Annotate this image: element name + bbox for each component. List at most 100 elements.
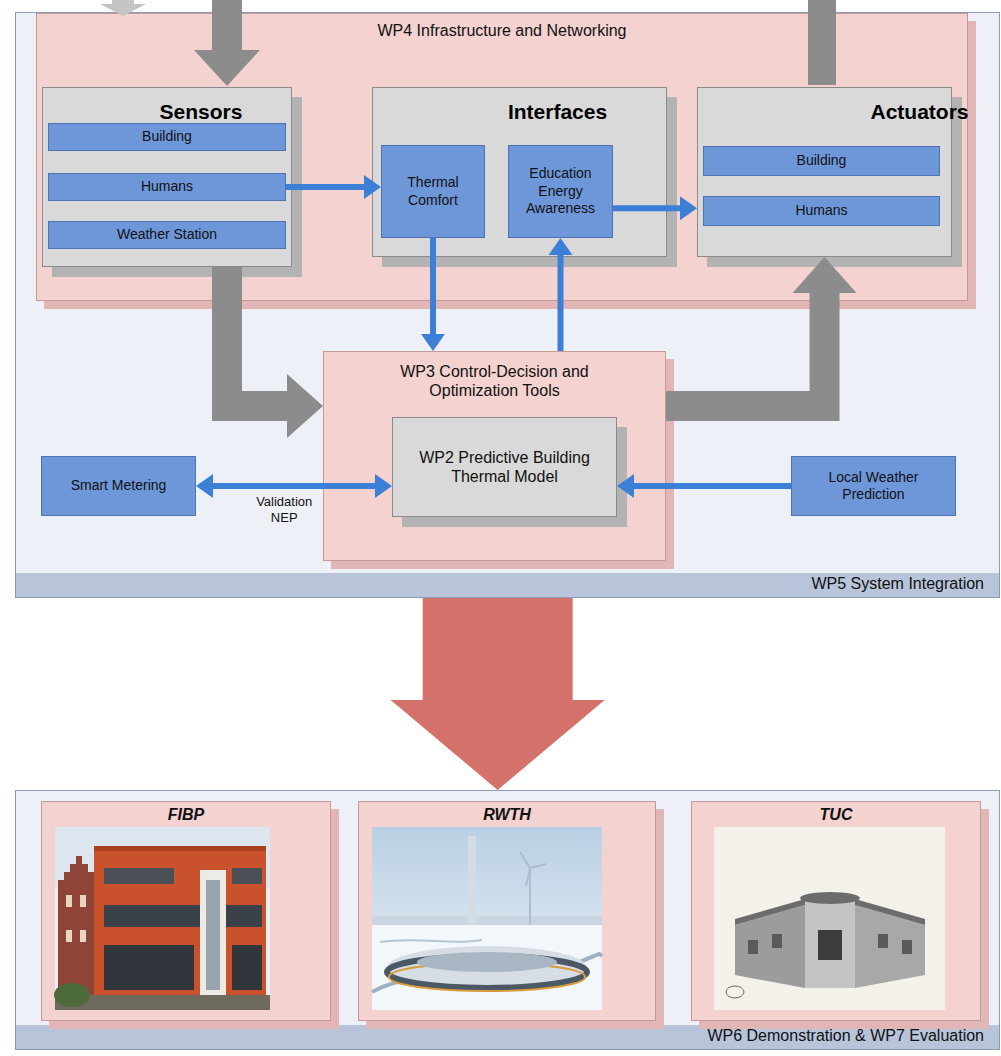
building-photo — [200, 870, 226, 1000]
item-label: Education Energy Awareness — [514, 165, 607, 218]
building-photo — [54, 827, 270, 1010]
item-label: Thermal Comfort — [387, 174, 479, 209]
building-photo — [80, 895, 86, 907]
item-label: Humans — [141, 178, 193, 196]
arrow-head — [680, 196, 697, 220]
building-model — [818, 930, 842, 960]
building-model — [726, 986, 744, 998]
building-model — [878, 934, 888, 948]
item-label: Smart Metering — [71, 477, 167, 495]
arrow-line — [613, 205, 681, 211]
building-rendering — [530, 864, 546, 868]
building-model — [772, 934, 782, 948]
connector-arrow — [549, 238, 573, 351]
site-title: FIBP — [168, 806, 204, 824]
arrow-head — [375, 474, 392, 498]
edge-label: Validation NEP — [254, 494, 314, 525]
building-rendering — [387, 946, 587, 990]
building-model — [902, 940, 912, 954]
arrow-head — [391, 700, 605, 790]
box-label: WP2 Predictive Building Thermal Model — [402, 448, 607, 486]
building-model — [800, 892, 860, 904]
building-rendering — [372, 827, 602, 1010]
connector-arrow — [421, 238, 445, 351]
connector-arrow — [666, 257, 857, 406]
arrow-head — [196, 474, 213, 498]
building-photo — [55, 827, 270, 1010]
item-label: Local Weather Prediction — [797, 469, 950, 504]
building-model — [748, 940, 758, 954]
arrow-line — [558, 254, 564, 351]
box-title: Actuators — [870, 100, 968, 124]
building-photo — [80, 930, 86, 942]
item-bar: Weather Station — [48, 221, 286, 249]
work-package-box: WP3 Control-Decision and Optimization To… — [323, 351, 666, 561]
building-photo — [66, 895, 72, 907]
output-arrow — [808, 0, 836, 85]
building-model — [855, 899, 925, 925]
building-photo — [58, 856, 94, 1000]
building-model — [714, 827, 945, 1010]
data-source-box: Local Weather Prediction — [791, 456, 956, 516]
building-photo — [104, 905, 262, 927]
interface-box: Education Energy Awareness — [508, 145, 613, 238]
building-photo — [66, 930, 72, 942]
panel-label: WP4 Infrastructure and Networking — [378, 22, 627, 40]
arrow-line — [633, 483, 791, 489]
item-bar: Building — [703, 146, 940, 176]
building-photo — [232, 868, 262, 884]
building-photo — [206, 880, 220, 990]
item-bar: Humans — [48, 173, 286, 201]
system-panel: WP5 System Integration WP4 Infrastructure… — [15, 12, 1000, 598]
arrow-line — [666, 292, 825, 406]
input-arrow — [194, 0, 260, 86]
arrow-line — [430, 238, 436, 335]
building-photo — [104, 868, 174, 884]
building-rendering — [417, 952, 557, 972]
building-model — [735, 899, 805, 925]
site-title: TUC — [820, 806, 853, 824]
building-photo — [94, 846, 266, 1000]
interface-box: Thermal Comfort — [381, 145, 485, 238]
building-rendering — [372, 925, 602, 1010]
connector-arrow — [617, 474, 791, 498]
faint-arrow — [100, 0, 146, 16]
arrow-head — [549, 238, 573, 255]
panel-label: WP6 Demonstration & WP7 Evaluation — [707, 1027, 984, 1045]
item-bar: Humans — [703, 196, 940, 226]
item-label: Weather Station — [117, 226, 217, 244]
item-label: Humans — [795, 202, 847, 220]
connector-arrow — [613, 196, 697, 220]
data-source-box: Smart Metering — [41, 456, 196, 516]
building-photo — [104, 945, 194, 990]
input-arrow — [194, 0, 260, 86]
arrow-line — [212, 483, 376, 489]
building-photo — [232, 945, 262, 990]
building-rendering — [372, 827, 602, 1010]
arrow-line — [286, 184, 365, 190]
arrow-head — [793, 257, 857, 293]
connector-arrow — [227, 267, 323, 438]
item-bar: Building — [48, 123, 286, 151]
arrow-head — [421, 334, 445, 351]
output-arrow — [808, 0, 836, 85]
building-model — [714, 827, 945, 1010]
building-rendering — [380, 940, 482, 942]
component-box: InterfacesThermal Comfort Education Energ… — [372, 87, 667, 257]
building-photo — [54, 983, 90, 1007]
site-title: RWTH — [483, 806, 531, 824]
faint-arrow — [100, 0, 146, 16]
arrow-head — [617, 474, 634, 498]
panel-label: WP5 System Integration — [811, 575, 984, 593]
item-label: Building — [797, 152, 847, 170]
building-rendering — [526, 868, 530, 886]
model-box: WP2 Predictive Building Thermal Model — [392, 417, 617, 517]
building-rendering — [468, 836, 476, 926]
arrow-line — [227, 267, 288, 406]
arrow-head — [287, 374, 323, 438]
box-title: WP3 Control-Decision and Optimization To… — [400, 362, 590, 400]
box-title: Interfaces — [508, 100, 607, 124]
